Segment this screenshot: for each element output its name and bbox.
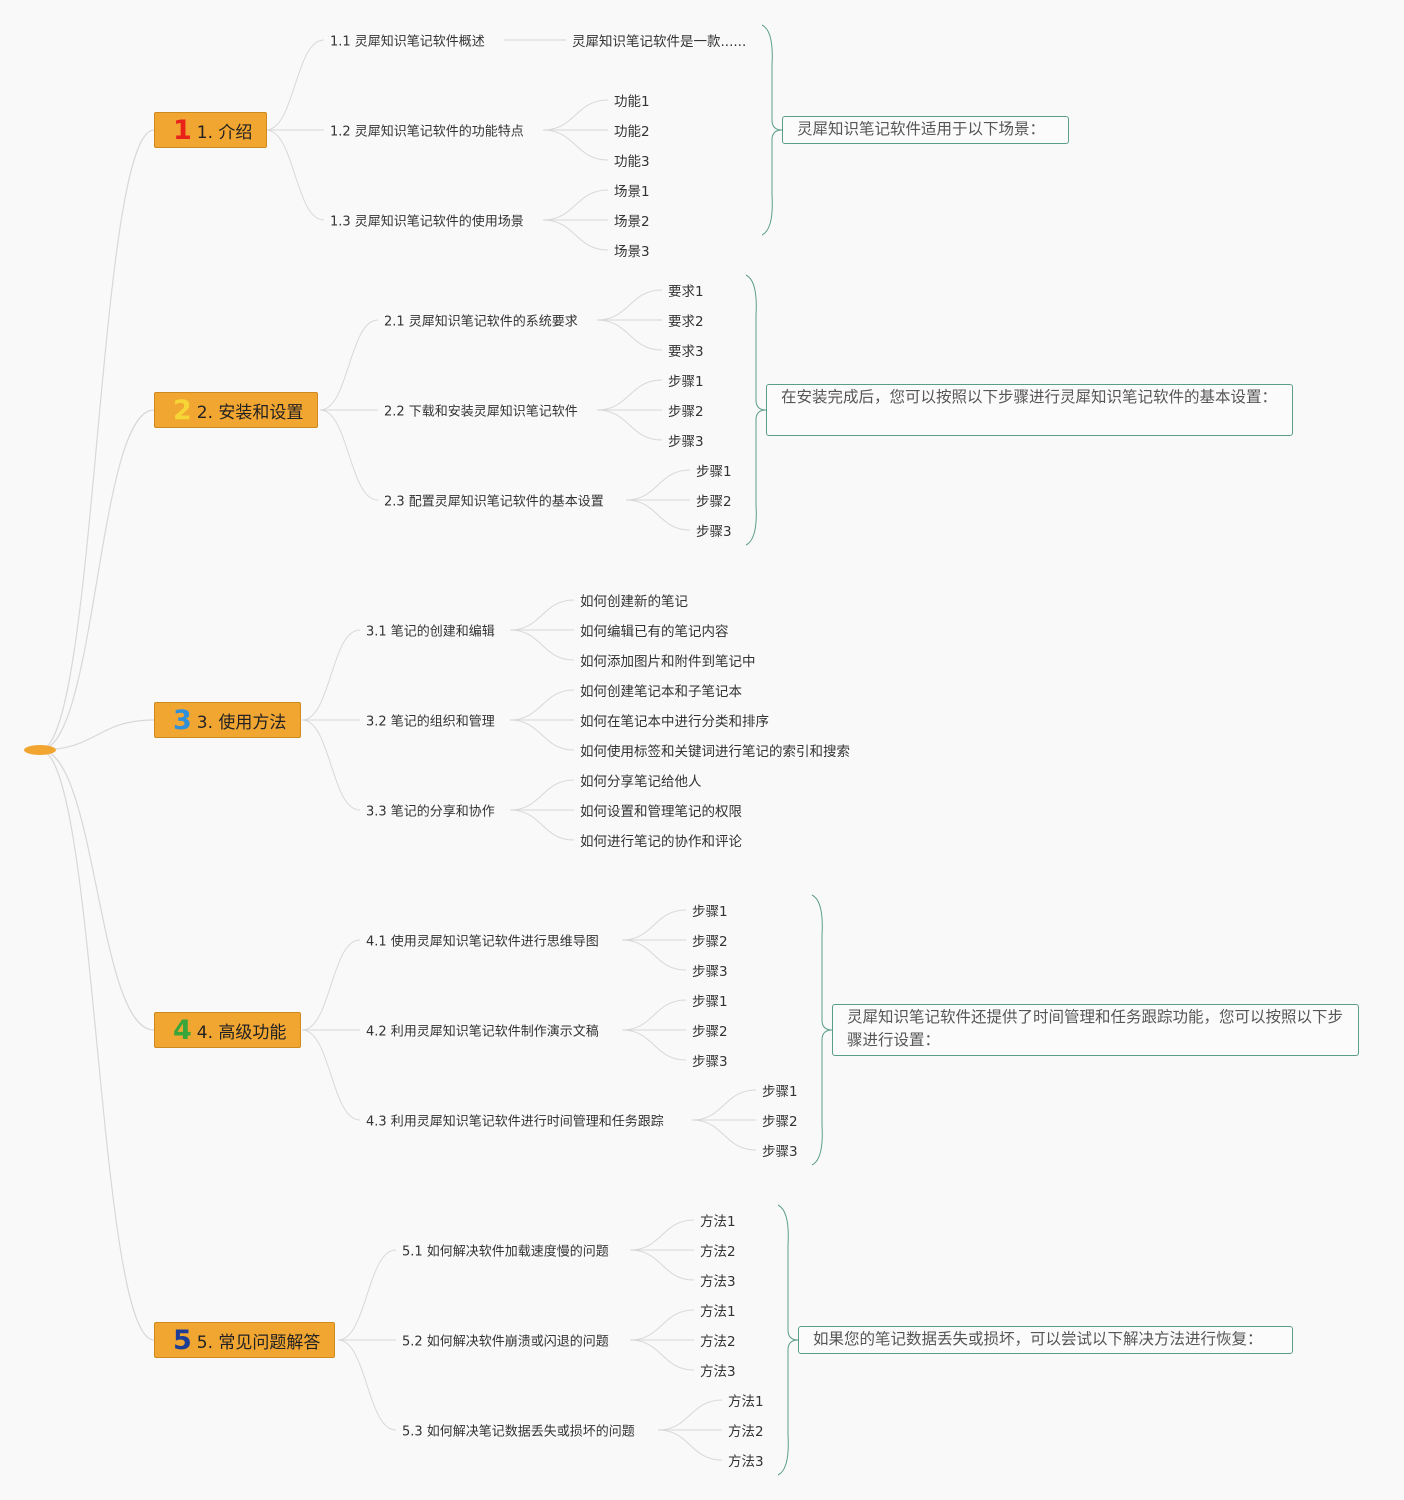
- subtopic-4-1[interactable]: 4.1 使用灵犀知识笔记软件进行思维导图: [366, 934, 599, 950]
- subtopic-2-2[interactable]: 2.2 下载和安装灵犀知识笔记软件: [384, 404, 578, 420]
- topic-3-label: 3. 使用方法: [196, 712, 287, 733]
- leaf-item-5-3-2[interactable]: 方法2: [728, 1424, 764, 1440]
- leaf-item-4-2-1[interactable]: 步骤1: [692, 994, 728, 1010]
- leaf-item-4-3-1[interactable]: 步骤1: [762, 1084, 798, 1100]
- topic-5-label: 5. 常见问题解答: [196, 1332, 321, 1353]
- summary-box-1[interactable]: 灵犀知识笔记软件适用于以下场景：: [782, 116, 1069, 144]
- leaf-item-1-1-1[interactable]: 灵犀知识笔记软件是一款......: [572, 34, 747, 50]
- summary-box-2[interactable]: 在安装完成后，您可以按照以下步骤进行灵犀知识笔记软件的基本设置：: [766, 384, 1293, 436]
- topic-3-number-icon: 3: [173, 704, 192, 736]
- leaf-item-4-2-2[interactable]: 步骤2: [692, 1024, 728, 1040]
- leaf-item-4-1-1[interactable]: 步骤1: [692, 904, 728, 920]
- leaf-item-1-2-1[interactable]: 功能1: [614, 94, 650, 110]
- leaf-item-2-2-3[interactable]: 步骤3: [668, 434, 704, 450]
- subtopic-3-1[interactable]: 3.1 笔记的创建和编辑: [366, 624, 495, 640]
- leaf-item-5-1-1[interactable]: 方法1: [700, 1214, 736, 1230]
- leaf-item-3-1-3[interactable]: 如何添加图片和附件到笔记中: [580, 654, 756, 670]
- leaf-item-2-3-1[interactable]: 步骤1: [696, 464, 732, 480]
- topic-4-number-icon: 4: [173, 1014, 192, 1046]
- leaf-item-2-2-2[interactable]: 步骤2: [668, 404, 704, 420]
- leaf-item-5-2-2[interactable]: 方法2: [700, 1334, 736, 1350]
- leaf-item-3-1-1[interactable]: 如何创建新的笔记: [580, 594, 688, 610]
- leaf-item-4-3-3[interactable]: 步骤3: [762, 1144, 798, 1160]
- subtopic-4-3[interactable]: 4.3 利用灵犀知识笔记软件进行时间管理和任务跟踪: [366, 1114, 664, 1130]
- topic-4-label: 4. 高级功能: [196, 1022, 287, 1043]
- leaf-item-5-3-3[interactable]: 方法3: [728, 1454, 764, 1470]
- leaf-item-4-1-3[interactable]: 步骤3: [692, 964, 728, 980]
- leaf-item-3-2-1[interactable]: 如何创建笔记本和子笔记本: [580, 684, 742, 700]
- leaf-item-2-1-2[interactable]: 要求2: [668, 314, 704, 330]
- leaf-item-2-3-2[interactable]: 步骤2: [696, 494, 732, 510]
- summary-box-5[interactable]: 如果您的笔记数据丢失或损坏，可以尝试以下解决方法进行恢复：: [798, 1326, 1293, 1354]
- leaf-item-3-2-2[interactable]: 如何在笔记本中进行分类和排序: [580, 714, 769, 730]
- leaf-item-3-3-1[interactable]: 如何分享笔记给他人: [580, 774, 702, 790]
- leaf-item-1-3-3[interactable]: 场景3: [614, 244, 650, 260]
- central-root-node[interactable]: [24, 745, 56, 755]
- subtopic-5-1[interactable]: 5.1 如何解决软件加载速度慢的问题: [402, 1244, 609, 1260]
- leaf-item-2-2-1[interactable]: 步骤1: [668, 374, 704, 390]
- subtopic-5-2[interactable]: 5.2 如何解决软件崩溃或闪退的问题: [402, 1334, 609, 1350]
- leaf-item-1-2-2[interactable]: 功能2: [614, 124, 650, 140]
- subtopic-2-3[interactable]: 2.3 配置灵犀知识笔记软件的基本设置: [384, 494, 604, 510]
- leaf-item-5-1-3[interactable]: 方法3: [700, 1274, 736, 1290]
- leaf-item-3-3-3[interactable]: 如何进行笔记的协作和评论: [580, 834, 742, 850]
- leaf-item-5-2-3[interactable]: 方法3: [700, 1364, 736, 1380]
- leaf-item-3-1-2[interactable]: 如何编辑已有的笔记内容: [580, 624, 729, 640]
- topic-1-number-icon: 1: [173, 114, 192, 146]
- subtopic-1-3[interactable]: 1.3 灵犀知识笔记软件的使用场景: [330, 214, 524, 230]
- subtopic-3-3[interactable]: 3.3 笔记的分享和协作: [366, 804, 495, 820]
- subtopic-4-2[interactable]: 4.2 利用灵犀知识笔记软件制作演示文稿: [366, 1024, 599, 1040]
- leaf-item-4-1-2[interactable]: 步骤2: [692, 934, 728, 950]
- subtopic-3-2[interactable]: 3.2 笔记的组织和管理: [366, 714, 495, 730]
- leaf-item-2-1-1[interactable]: 要求1: [668, 284, 704, 300]
- summary-box-4[interactable]: 灵犀知识笔记软件还提供了时间管理和任务跟踪功能，您可以按照以下步骤进行设置：: [832, 1004, 1359, 1056]
- leaf-item-4-3-2[interactable]: 步骤2: [762, 1114, 798, 1130]
- leaf-item-5-1-2[interactable]: 方法2: [700, 1244, 736, 1260]
- leaf-item-5-3-1[interactable]: 方法1: [728, 1394, 764, 1410]
- leaf-item-3-3-2[interactable]: 如何设置和管理笔记的权限: [580, 804, 742, 820]
- subtopic-2-1[interactable]: 2.1 灵犀知识笔记软件的系统要求: [384, 314, 578, 330]
- topic-2-label: 2. 安装和设置: [196, 402, 304, 423]
- leaf-item-4-2-3[interactable]: 步骤3: [692, 1054, 728, 1070]
- subtopic-1-2[interactable]: 1.2 灵犀知识笔记软件的功能特点: [330, 124, 524, 140]
- leaf-item-1-3-1[interactable]: 场景1: [614, 184, 650, 200]
- leaf-item-3-2-3[interactable]: 如何使用标签和关键词进行笔记的索引和搜索: [580, 744, 850, 760]
- topic-5-number-icon: 5: [173, 1324, 192, 1356]
- leaf-item-2-1-3[interactable]: 要求3: [668, 344, 704, 360]
- leaf-item-5-2-1[interactable]: 方法1: [700, 1304, 736, 1320]
- topic-1-label: 1. 介绍: [196, 122, 253, 143]
- subtopic-1-1[interactable]: 1.1 灵犀知识笔记软件概述: [330, 34, 485, 50]
- topic-2-number-icon: 2: [173, 394, 192, 426]
- leaf-item-1-2-3[interactable]: 功能3: [614, 154, 650, 170]
- leaf-item-2-3-3[interactable]: 步骤3: [696, 524, 732, 540]
- subtopic-5-3[interactable]: 5.3 如何解决笔记数据丢失或损坏的问题: [402, 1424, 635, 1440]
- leaf-item-1-3-2[interactable]: 场景2: [614, 214, 650, 230]
